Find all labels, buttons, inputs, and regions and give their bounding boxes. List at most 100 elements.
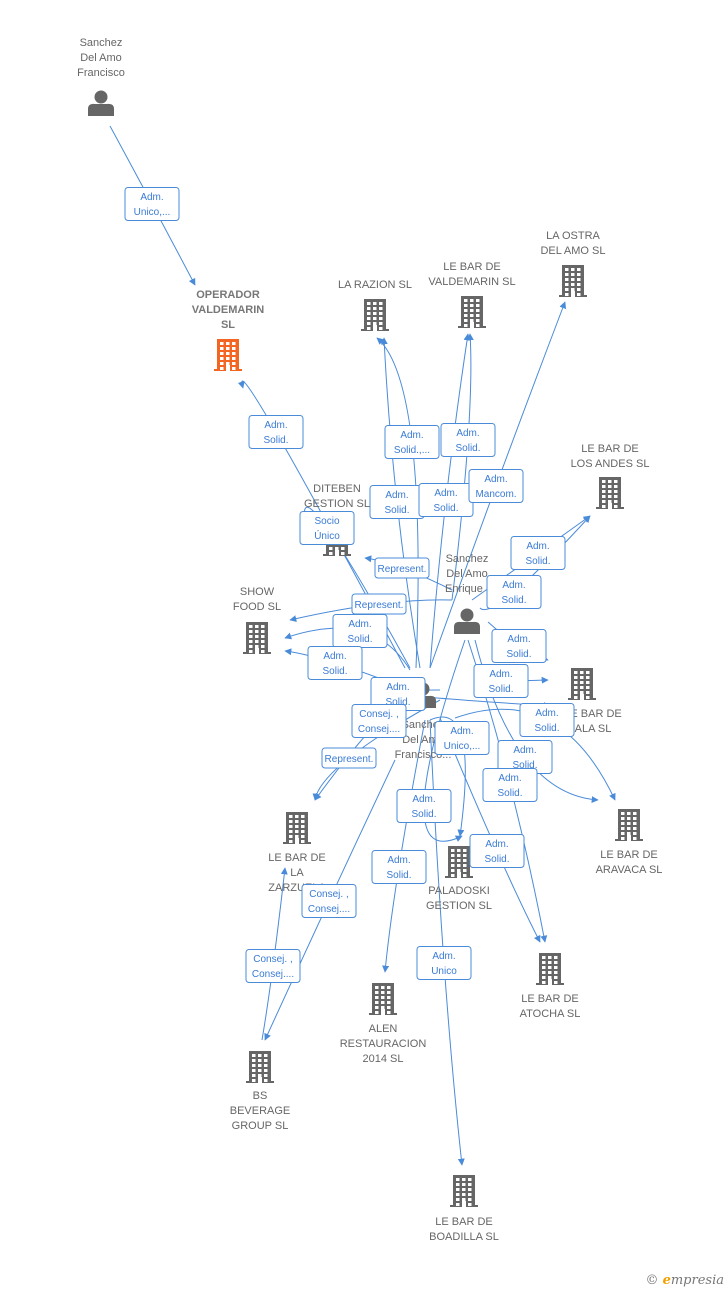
edge-label-text: Adm. [526, 541, 549, 552]
edge-label-p_enrique-to-c_ala[interactable]: Adm.Solid. [473, 664, 529, 698]
edge-label-text: Adm. [348, 619, 371, 630]
node-label-line: LE BAR DE [443, 261, 500, 273]
edge-label-p_francisco_center-to-c_alen[interactable]: Adm.Solid. [371, 850, 427, 884]
node-label-line: LA OSTRA [546, 230, 600, 242]
edge-label-text: Unico [431, 966, 457, 977]
edge-label-p_francisco_center-to-c_operador[interactable]: Adm. Solid. [248, 415, 304, 449]
edge-label-text: Adm. [432, 951, 455, 962]
edge-label-text: Unico,... [134, 207, 171, 218]
node-label-line: VALDEMARIN [192, 304, 265, 316]
node-label-line: Del Amo [402, 734, 444, 746]
edge-label-p_enrique-to-c_paladoski[interactable]: Adm.Solid. [396, 789, 452, 823]
edge-label-p_francisco_center-to-c_valdemarin[interactable]: Adm.Solid. [418, 483, 474, 517]
edge-label-text: Solid. [506, 649, 531, 660]
edge-label-text: Mancom. [475, 489, 516, 500]
node-label-line: PALADOSKI [428, 885, 490, 897]
node-label-line: LE BAR DE [600, 849, 657, 861]
company-node-c_atocha[interactable]: LE BAR DE ATOCHA SL [520, 953, 581, 1020]
edge-label-p_enrique-to-c_diteben[interactable]: Represent. [374, 557, 430, 579]
company-node-c_operador[interactable]: OPERADOR VALDEMARIN SL [192, 289, 265, 371]
building-icon [283, 812, 311, 844]
edge-label-p_francisco_top-to-c_operador[interactable]: Adm.Unico,... [124, 187, 180, 221]
edge-label-p_francisco_center-to-c_paladoski[interactable]: Adm.Unico,... [434, 721, 490, 755]
edge-label-p_francisco_center-to-c_atocha[interactable]: Adm.Solid. [469, 834, 525, 868]
edge-label-text: Consej.... [308, 904, 350, 915]
edge-label-p_francisco_center-to-c_showfood[interactable]: Adm.Solid. [307, 646, 363, 680]
node-label-line: FOOD SL [233, 601, 281, 613]
edge-label-p_francisco_center-to-c_zarzuela[interactable]: Consej. ,Consej.... [351, 704, 407, 738]
node-label-line: DITEBEN [313, 483, 361, 495]
node-label-line: ATOCHA SL [520, 1008, 581, 1020]
edge-label-text: Solid. [525, 556, 550, 567]
node-label-line: LE BAR DE [435, 1216, 492, 1228]
edge-label-p_francisco_center-to-c_ostra[interactable]: Adm. Mancom. [468, 469, 524, 503]
edge-label-text: Solid.,... [394, 445, 430, 456]
edge-label-text: Solid. [497, 788, 522, 799]
edge-label-text: Adm. [264, 420, 287, 431]
edge-label-text: Adm. [323, 651, 346, 662]
building-icon [450, 1175, 478, 1207]
node-label-line: ALA SL [575, 723, 612, 735]
edge-label-c_bs-to-c_zarzuela[interactable]: Consej. , Consej.... [245, 949, 301, 983]
edge-label-text: Solid. [347, 634, 372, 645]
edge-label-p_enrique-to-c_zarzuela[interactable]: Represent. [321, 747, 377, 769]
node-label-line: ARAVACA SL [596, 864, 663, 876]
node-label-line: Enrique , [445, 583, 489, 595]
edge-label-p_enrique-to-c_atocha[interactable]: Adm. Solid. [482, 768, 538, 802]
person-icon [88, 90, 114, 116]
edge-label-p_francisco_center-to-c_boadilla[interactable]: Adm. Unico [416, 946, 472, 980]
edge-label-text: Solid. [386, 870, 411, 881]
node-label-line: Francisco [77, 67, 125, 79]
edge-label-p_enrique-to-c_showfood[interactable]: Represent. [351, 593, 407, 615]
edge-label-text: Adm. [513, 745, 536, 756]
node-label-line: LA RAZION SL [338, 279, 412, 291]
company-node-c_aravaca[interactable]: LE BAR DE ARAVACA SL [596, 809, 663, 876]
edge-label-text: Solid. [501, 595, 526, 606]
node-label-line: SHOW [240, 586, 275, 598]
edge-label-p_francisco_center-to-c_bs[interactable]: Consej. ,Consej.... [301, 884, 357, 918]
edge-label-text: Solid. [263, 435, 288, 446]
building-icon [615, 809, 643, 841]
edge-label-text: Adm. [386, 682, 409, 693]
edge-label-text: Solid. [534, 723, 559, 734]
edge-label-p_francisco_center-to-c_razion[interactable]: Adm.Solid.,... [384, 425, 440, 459]
edge-label-text: Consej. , [253, 954, 292, 965]
building-icon [214, 339, 242, 371]
company-node-c_razion[interactable]: LA RAZION SL [338, 279, 412, 331]
node-label-line: SL [221, 319, 235, 331]
edge-label-p_enrique-to-c_ala[interactable]: Adm.Solid. [491, 629, 547, 663]
edge-label-p_enrique-to-c_andes[interactable]: Adm. Solid. [510, 536, 566, 570]
building-icon [596, 477, 624, 509]
edge-label-p_enrique-to-c_andes[interactable]: Adm.Solid. [486, 575, 542, 609]
node-label-line: LE BAR DE [521, 993, 578, 1005]
edge-label-p_francisco_center-to-c_aravaca[interactable]: Adm.Solid. [519, 703, 575, 737]
empresia-watermark: © empresia [645, 1273, 724, 1288]
edge-label-text: Adm. [412, 794, 435, 805]
edge-label-text: Adm. [498, 773, 521, 784]
edge-label-p_francisco_center-to-c_razion[interactable]: Adm.Solid. [369, 485, 425, 519]
edge-label-text: Adm. [484, 474, 507, 485]
company-node-c_showfood[interactable]: SHOW FOOD SL [233, 586, 281, 654]
edge-label-p_francisco_center-to-c_showfood[interactable]: Adm. Solid. [332, 614, 388, 648]
node-label-line: OPERADOR [196, 289, 260, 301]
building-icon [536, 953, 564, 985]
node-label-line: ALEN [369, 1023, 398, 1035]
edge-label-p_enrique-to-c_valdemarin[interactable]: Adm.Solid. [440, 423, 496, 457]
edge-label-text: Solid. [488, 684, 513, 695]
edge-p_francisco_center-to-c_boadilla [429, 719, 465, 1166]
building-icon [246, 1051, 274, 1083]
edge-label-text: Consej.... [252, 969, 294, 980]
